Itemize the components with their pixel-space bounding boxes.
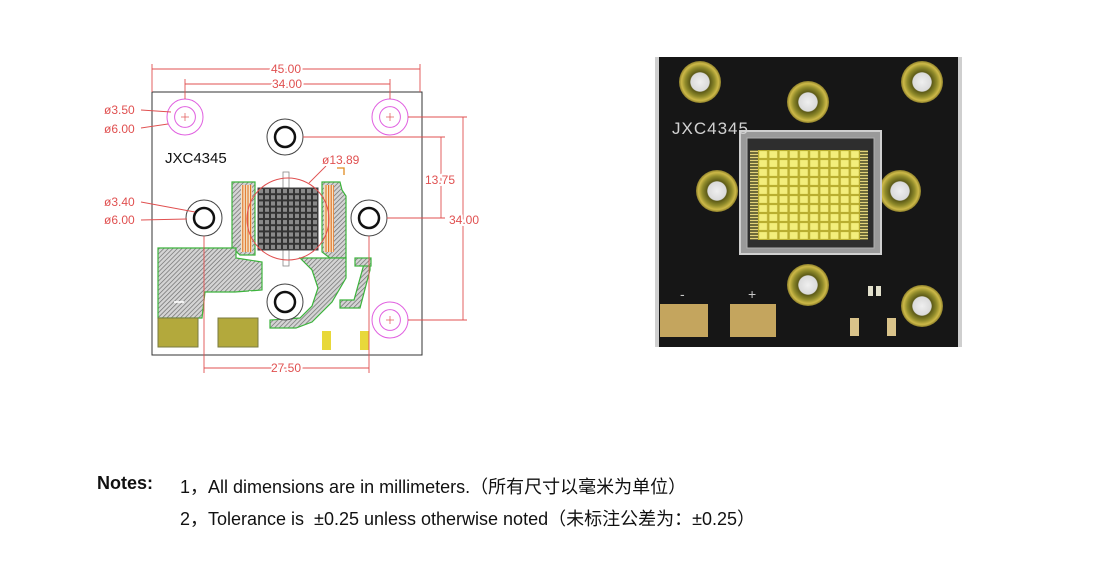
led-slot-top [282, 171, 290, 189]
photo-led-array [758, 150, 860, 240]
mount-hole-top-left [166, 98, 204, 136]
led-slot-bottom [282, 249, 290, 267]
copper-pad-small-right [354, 257, 372, 267]
photo-positive-mark: + [748, 286, 756, 302]
photo-model-label: JXC4345 [672, 119, 749, 138]
center-hole-left [185, 199, 223, 237]
dim-center-hole-outer: ø6.00 [104, 213, 135, 227]
mount-hole-top-right [371, 98, 409, 136]
led-circle [246, 177, 330, 261]
photo-pad-tiny-1 [868, 286, 873, 296]
dim-center-hole-spacing-horizontal: 27.50 [271, 361, 301, 375]
dim-mount-hole-outer: ø6.00 [104, 122, 135, 136]
drawing-model-label: JXC4345 [165, 150, 227, 167]
product-photo: JXC4345 - + [655, 57, 962, 347]
center-hole-bottom [266, 283, 304, 321]
pad-small-1 [322, 331, 331, 350]
dim-center-hole-vertical-offset: 13.75 [425, 173, 455, 187]
center-hole-top [266, 118, 304, 156]
dim-center-hole-inner: ø3.40 [104, 195, 135, 209]
orange-corner-mark [337, 167, 345, 175]
photo-negative-mark: - [680, 286, 685, 302]
pad-small-2 [360, 331, 369, 350]
photo-pad-negative [660, 304, 708, 337]
photo-hole-mid-right [879, 170, 921, 212]
copper-trace-right [339, 263, 371, 309]
note-item-1: 1，All dimensions are in millimeters.（所有尺… [180, 477, 687, 497]
photo-hole-mid-left [696, 170, 738, 212]
photo-hole-top-center [787, 81, 829, 123]
photo-pad-positive [730, 304, 776, 337]
copper-area-bottom-right [269, 257, 347, 329]
dim-mount-hole-inner: ø3.50 [104, 103, 135, 117]
led-array [257, 187, 319, 251]
dim-mount-hole-spacing-horizontal: 34.00 [272, 77, 302, 91]
dim-overall-width: 45.00 [271, 62, 301, 76]
photo-pad-tiny-2 [876, 286, 881, 296]
center-hole-right [350, 199, 388, 237]
dimension-lines [140, 64, 467, 373]
mount-hole-bottom-right [371, 301, 409, 339]
photo-wirebond-right [860, 150, 868, 240]
dim-mount-hole-spacing-vertical: 34.00 [449, 213, 479, 227]
photo-pad-small-1 [850, 318, 859, 336]
bond-stripe-left [241, 185, 252, 252]
notes-heading: Notes: [97, 473, 154, 493]
photo-wirebond-left [750, 150, 758, 240]
photo-hole-top-right [901, 61, 943, 103]
photo-hole-bottom-center [787, 264, 829, 306]
note-item-2: 2，Tolerance is ±0.25 unless otherwise no… [180, 509, 755, 529]
pad-negative [157, 317, 199, 348]
photo-pad-small-2 [887, 318, 896, 336]
photo-hole-bottom-right [901, 285, 943, 327]
photo-hole-top-left [679, 61, 721, 103]
dim-led-circle-diameter: ø13.89 [322, 153, 360, 167]
mechanical-drawing: 45.00 34.00 13.75 34.00 27.50 ø13.89 ø3.… [102, 60, 481, 377]
pad-positive [217, 317, 259, 348]
